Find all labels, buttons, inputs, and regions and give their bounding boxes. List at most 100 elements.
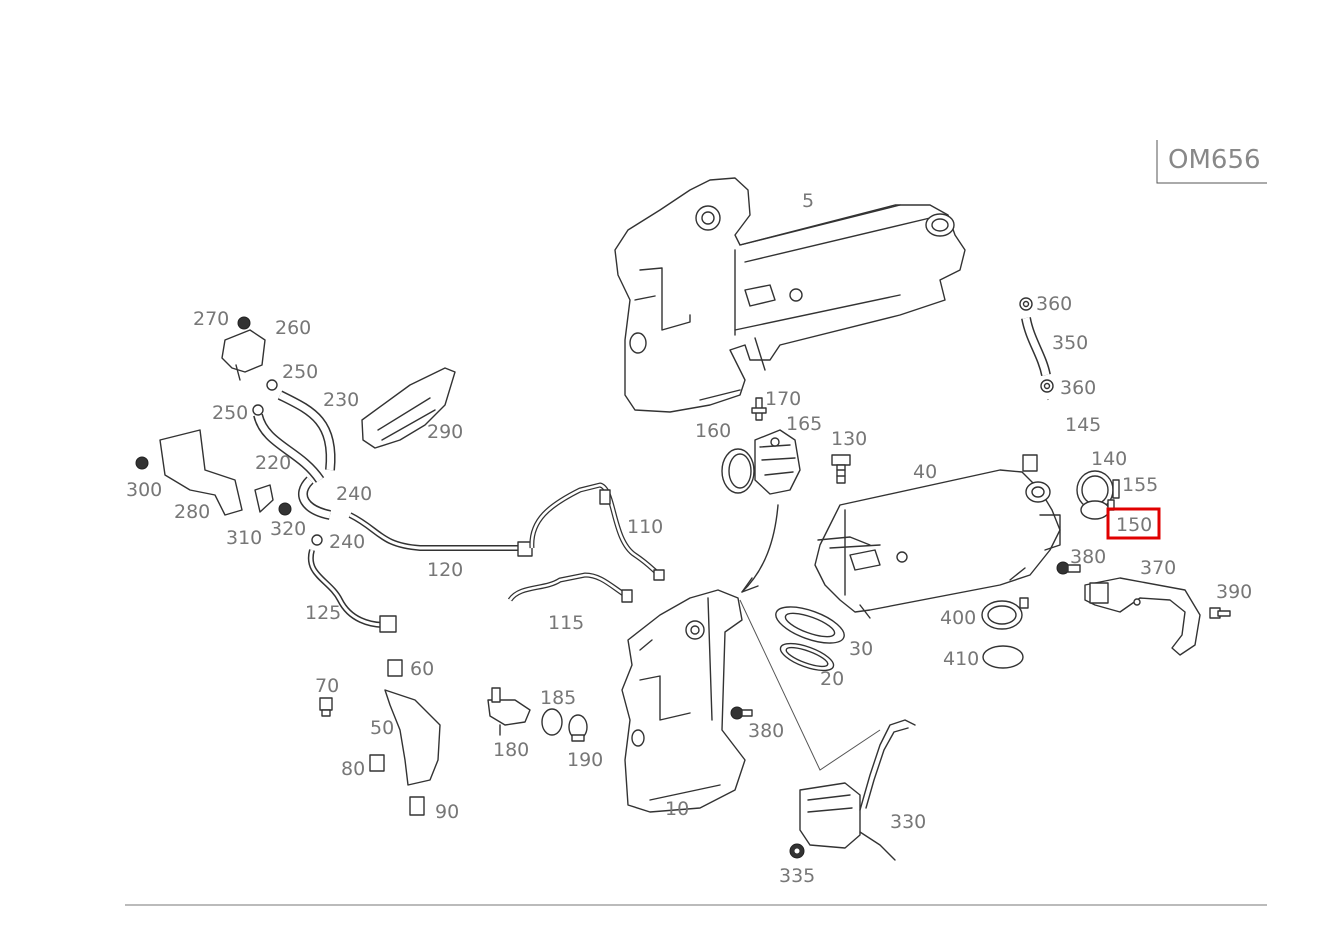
part-70-bolt[interactable] [319, 697, 333, 717]
label-185: 185 [540, 687, 576, 709]
label-10: 10 [665, 798, 689, 820]
label-190: 190 [567, 749, 603, 771]
part-120-line[interactable] [348, 512, 533, 557]
label-20: 20 [820, 668, 844, 690]
part-170-bolt[interactable] [751, 397, 767, 421]
part-190-clamp[interactable] [568, 714, 588, 742]
part-155-bolt[interactable] [1112, 479, 1120, 499]
part-410-seal[interactable] [982, 645, 1024, 669]
part-50-heat-shield[interactable] [384, 689, 441, 786]
label-280: 280 [174, 501, 210, 523]
label-130: 130 [831, 428, 867, 450]
part-380-bolt-right[interactable] [1056, 561, 1081, 575]
selected-part-highlight[interactable] [1106, 507, 1161, 540]
part-5-converter[interactable] [614, 177, 966, 413]
part-10-converter-housing[interactable] [621, 589, 746, 813]
label-240-upper: 240 [336, 483, 372, 505]
part-390-bolt[interactable] [1209, 607, 1231, 619]
part-250-clamp-lower[interactable] [252, 404, 264, 416]
label-290: 290 [427, 421, 463, 443]
part-330-sensor[interactable] [799, 719, 916, 861]
label-145: 145 [1065, 414, 1101, 436]
label-80: 80 [341, 758, 365, 780]
label-320: 320 [270, 518, 306, 540]
part-230-hose[interactable] [277, 390, 336, 471]
label-300: 300 [126, 479, 162, 501]
part-labels: 5 10 20 30 40 50 60 70 80 90 110 115 120… [126, 190, 1252, 887]
label-115: 115 [548, 612, 584, 634]
label-155: 155 [1122, 474, 1158, 496]
part-220-hose[interactable] [253, 413, 325, 483]
part-185-ring[interactable] [541, 708, 563, 736]
label-140: 140 [1091, 448, 1127, 470]
label-380-left: 380 [748, 720, 784, 742]
part-280-bracket[interactable] [159, 429, 243, 516]
part-370-bracket[interactable] [1084, 577, 1201, 656]
part-270-nut[interactable] [237, 316, 251, 330]
part-240-hose-lower[interactable] [311, 534, 323, 546]
part-290-heat-shield[interactable] [361, 367, 456, 449]
part-110-sensor-line[interactable] [529, 482, 665, 581]
label-410: 410 [943, 648, 979, 670]
part-380-bolt-left[interactable] [730, 706, 753, 720]
part-160-ring[interactable] [721, 448, 755, 494]
part-150-clamp[interactable] [1080, 499, 1115, 520]
part-115-sensor-line[interactable] [507, 572, 633, 603]
part-360-upper-nut[interactable] [1019, 297, 1033, 311]
part-260-valve[interactable] [221, 329, 266, 381]
assembly-arrow [741, 504, 779, 593]
part-310-clip[interactable] [254, 484, 274, 513]
model-code-box: OM656 [1156, 140, 1267, 184]
label-5: 5 [802, 190, 814, 212]
label-110: 110 [627, 516, 663, 538]
part-165-clamp[interactable] [754, 429, 801, 495]
part-250-clamp-upper[interactable] [266, 379, 278, 391]
part-180-sensor[interactable] [487, 687, 531, 736]
label-360-lower: 360 [1060, 377, 1096, 399]
label-50: 50 [370, 717, 394, 739]
label-330: 330 [890, 811, 926, 833]
label-360-upper: 360 [1036, 293, 1072, 315]
part-300-nut[interactable] [135, 456, 149, 470]
label-125: 125 [305, 602, 341, 624]
part-400-clamp[interactable] [981, 597, 1029, 630]
part-60-clip[interactable] [387, 659, 403, 677]
part-130-bolt[interactable] [831, 454, 851, 484]
label-230: 230 [323, 389, 359, 411]
label-120: 120 [427, 559, 463, 581]
label-30: 30 [849, 638, 873, 660]
label-260: 260 [275, 317, 311, 339]
label-180: 180 [493, 739, 529, 761]
label-170: 170 [765, 388, 801, 410]
part-90-clip[interactable] [409, 796, 425, 816]
part-360-lower-nut[interactable] [1040, 379, 1054, 393]
part-240-hose-upper[interactable] [298, 476, 332, 520]
part-20-seal[interactable] [777, 638, 836, 676]
label-335: 335 [779, 865, 815, 887]
part-145-pipe[interactable] [1022, 399, 1051, 472]
part-80-clip[interactable] [369, 754, 385, 772]
label-240-lower: 240 [329, 531, 365, 553]
label-400: 400 [940, 607, 976, 629]
part-40-converter[interactable] [814, 469, 1061, 619]
part-125-line[interactable] [307, 549, 397, 633]
part-335-nut[interactable] [789, 843, 805, 859]
label-90: 90 [435, 801, 459, 823]
label-220: 220 [255, 452, 291, 474]
label-150: 150 [1116, 514, 1152, 536]
label-250-upper: 250 [282, 361, 318, 383]
label-390: 390 [1216, 581, 1252, 603]
label-70: 70 [315, 675, 339, 697]
label-370: 370 [1140, 557, 1176, 579]
leader-10-330 [739, 599, 881, 771]
part-350-hose[interactable] [1021, 316, 1051, 377]
label-60: 60 [410, 658, 434, 680]
part-320-nut[interactable] [278, 502, 292, 516]
part-30-gasket[interactable] [771, 600, 848, 651]
label-250-lower: 250 [212, 402, 248, 424]
label-165: 165 [786, 413, 822, 435]
label-310: 310 [226, 527, 262, 549]
label-350: 350 [1052, 332, 1088, 354]
label-160: 160 [695, 420, 731, 442]
